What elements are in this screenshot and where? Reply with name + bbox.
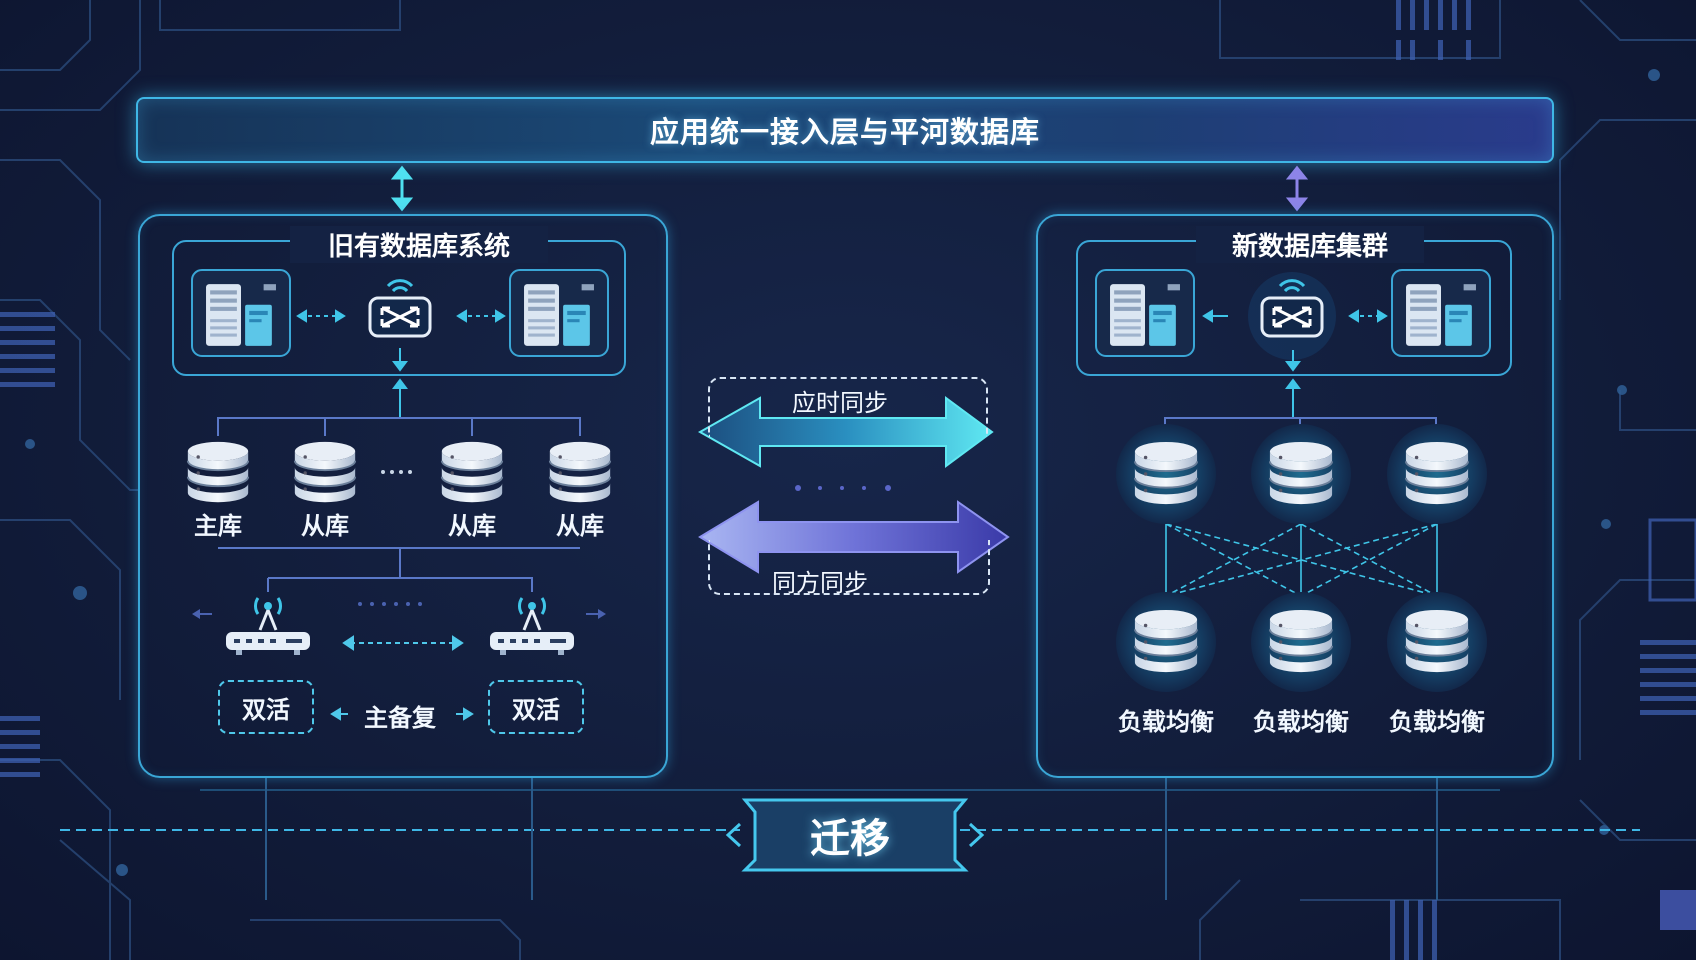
migration-label: 迁移 bbox=[810, 816, 890, 862]
realtime-sync-arrow bbox=[697, 396, 994, 468]
new-cluster-title: 新数据库集群 bbox=[1196, 226, 1424, 263]
active-active-right: 双活 bbox=[488, 680, 584, 734]
legacy-server-links bbox=[296, 309, 506, 418]
db-label-primary: 主库 bbox=[194, 512, 242, 540]
access-down-arrow-right bbox=[1285, 165, 1309, 212]
db-label-replica: 从库 bbox=[556, 512, 604, 540]
new-cluster-panel bbox=[1036, 214, 1554, 778]
access-layer-title: 应用统一接入层与平河数据库 bbox=[649, 115, 1040, 149]
cluster-mesh bbox=[1165, 520, 1438, 598]
load-balancer-label: 负载均衡 bbox=[1253, 708, 1349, 736]
access-down-arrow-left bbox=[390, 165, 414, 212]
primary-backup-replication-label: 主备复 bbox=[364, 704, 436, 732]
cluster-server-links bbox=[1202, 309, 1388, 418]
access-layer-bar: 应用统一接入层与平河数据库 bbox=[136, 97, 1554, 163]
migration-badge: 迁移 bbox=[730, 800, 970, 870]
bidirectional-sync-label: 同方同步 bbox=[772, 569, 868, 597]
router-links bbox=[192, 602, 606, 721]
bidirectional-sync-frame bbox=[708, 540, 990, 595]
sync-dots bbox=[795, 485, 891, 491]
legacy-system-title: 旧有数据库系统 bbox=[290, 226, 548, 263]
db-label-replica: 从库 bbox=[448, 512, 496, 540]
active-active-left: 双活 bbox=[218, 680, 314, 734]
legacy-system-panel bbox=[138, 214, 668, 778]
migration-band bbox=[60, 776, 1640, 900]
legacy-db-tree bbox=[217, 417, 581, 592]
ellipsis-dots bbox=[381, 470, 412, 474]
realtime-sync-label: 应时同步 bbox=[792, 389, 888, 417]
active-active-label: 双活 bbox=[512, 695, 560, 724]
load-balancer-label: 负载均衡 bbox=[1118, 708, 1214, 736]
load-balancer-label: 负载均衡 bbox=[1389, 708, 1485, 736]
realtime-sync-frame bbox=[708, 377, 988, 437]
db-label-replica: 从库 bbox=[301, 512, 349, 540]
active-active-label: 双活 bbox=[242, 695, 290, 724]
bidirectional-sync-arrow bbox=[698, 500, 1010, 574]
